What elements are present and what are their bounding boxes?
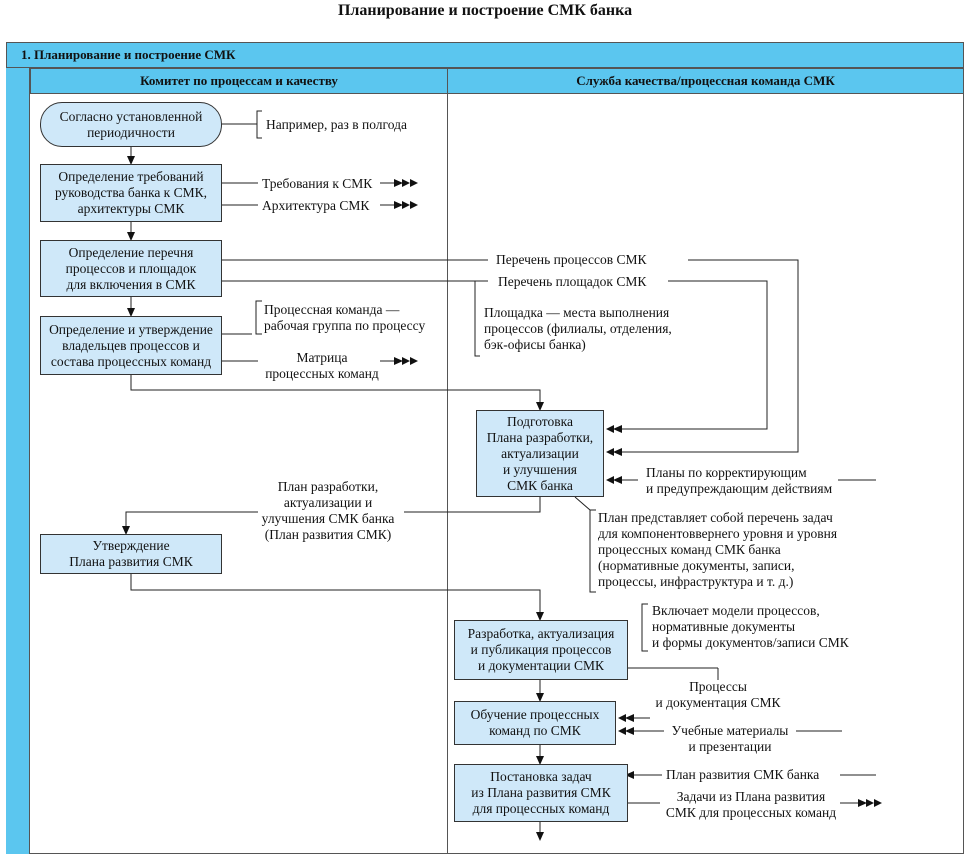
dev-plan-label: План развития СМК банка bbox=[666, 767, 820, 782]
lane-divider bbox=[447, 94, 448, 854]
approve-plan-box: Утверждение Плана развития СМК bbox=[40, 534, 222, 574]
includes-note: Включает модели процессов, нормативные д… bbox=[652, 603, 849, 650]
periodicity-note: Например, раз в полгода bbox=[266, 117, 407, 132]
smk-architecture-label: Архитектура СМК bbox=[262, 198, 370, 213]
training-box: Обучение процессных команд по СМК bbox=[454, 701, 616, 745]
process-list-box: Определение перечня процессов и площадок… bbox=[40, 240, 222, 297]
team-matrix-label: Матрица процессных команд bbox=[265, 350, 379, 381]
requirements-box: Определение требований руководства банка… bbox=[40, 164, 222, 222]
tasks-box: Постановка задач из Плана развития СМК д… bbox=[454, 764, 628, 822]
corrective-plans-label: Планы по корректирующим и предупреждающи… bbox=[646, 465, 833, 496]
start-terminal: Согласно установленной периодичности bbox=[40, 102, 222, 147]
sites-note: Площадка — места выполнения процессов (ф… bbox=[484, 305, 672, 352]
sites-list-output-label: Перечень площадок СМК bbox=[498, 274, 647, 289]
team-tasks-label: Задачи из Плана развития СМК для процесс… bbox=[665, 789, 837, 820]
lane-header-committee: Комитет по процессам и качеству bbox=[30, 68, 448, 94]
owners-box: Определение и утверждение владельцев про… bbox=[40, 316, 222, 375]
prepare-plan-box: Подготовка Плана разработки, актуализаци… bbox=[476, 410, 604, 497]
process-team-note: Процессная команда — рабочая группа по п… bbox=[264, 302, 426, 333]
side-strip bbox=[6, 68, 30, 854]
lane-header-quality-service: Служба качества/процессная команда СМК bbox=[447, 68, 964, 94]
develop-docs-box: Разработка, актуализация и публикация пр… bbox=[454, 620, 628, 680]
plan-description-note: План представляет собой перечень задач д… bbox=[598, 510, 838, 589]
training-materials-label: Учебные материалы и презентации bbox=[671, 723, 789, 754]
section-header: 1. Планирование и построение СМК bbox=[6, 42, 964, 68]
page-title: Планирование и построение СМК банка bbox=[337, 2, 633, 19]
processes-docs-label: Процессы и документация СМК bbox=[655, 679, 781, 710]
smk-requirements-label: Требования к СМК bbox=[262, 176, 373, 191]
process-list-output-label: Перечень процессов СМК bbox=[496, 252, 647, 267]
plan-output-label: План разработки, актуализации и улучшени… bbox=[261, 479, 395, 542]
